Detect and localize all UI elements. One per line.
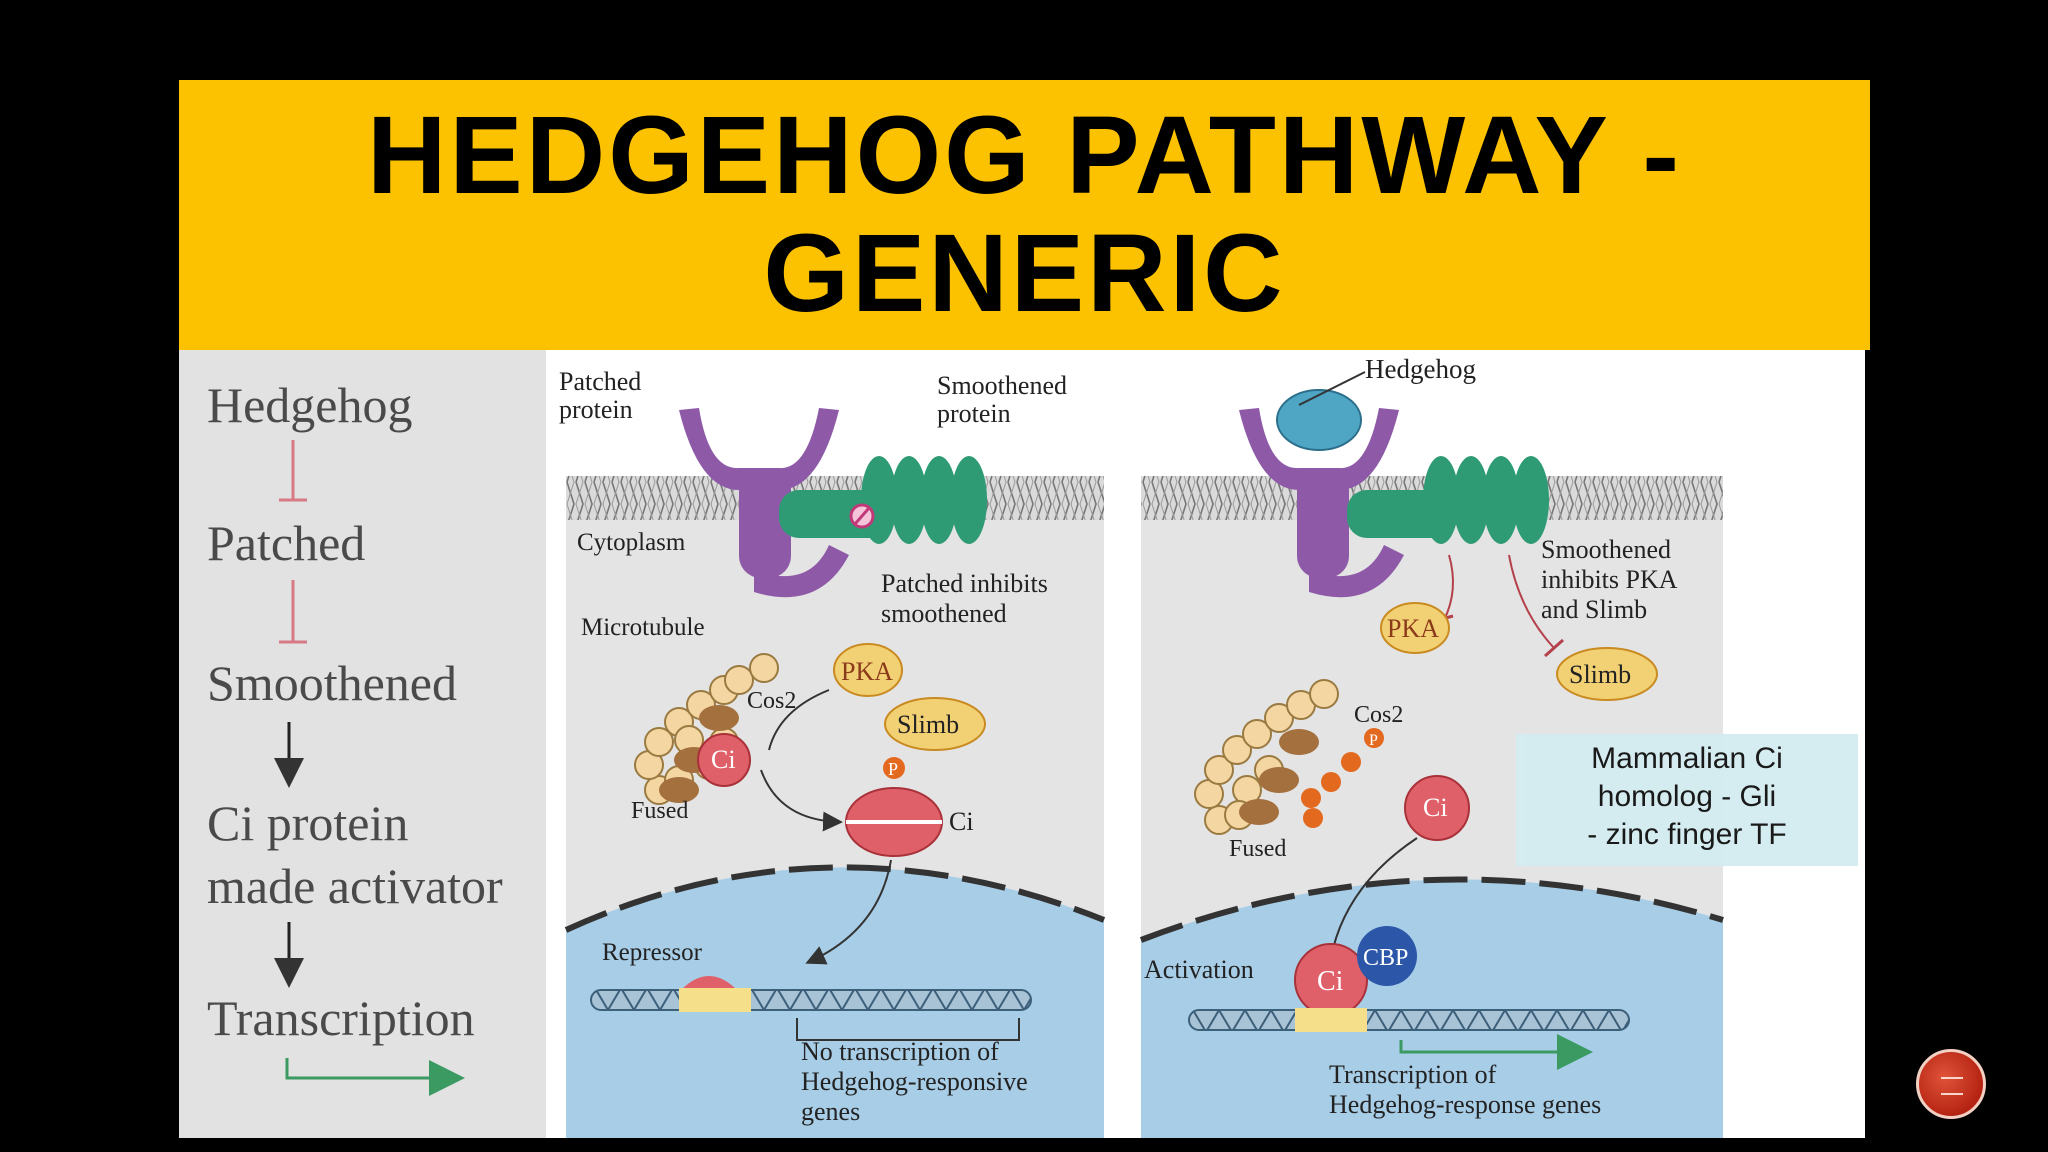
phosphate-p [883,757,905,779]
step-made-activator: made activator [207,858,503,914]
transcription-arrow [285,1058,465,1096]
menu-lines-icon [1941,1077,1963,1095]
step-patched: Patched [207,515,365,571]
svg-text:smoothened: smoothened [881,599,1007,628]
dna-strand [590,989,1032,1011]
pka-right [1380,602,1450,654]
promoter-region [679,988,751,1012]
step-transcription: Transcription [207,990,475,1046]
pathway-figure: Hedgehog Patched Smoothened Ci protein m… [179,350,1865,1138]
svg-text:Slimb: Slimb [897,710,959,739]
right-panel-with-hedgehog: Hedgehog Smoothened inhibits PKA and Sli… [1139,354,1724,1138]
gli-note-text: Mammalian Ci homolog - Gli - zinc finger… [1587,742,1787,851]
transcription-arrow-right [1399,1034,1593,1070]
activation-label: Activation [1144,955,1254,984]
cos2-label-right: Cos2 [1354,702,1403,728]
svg-text:genes: genes [801,1097,860,1126]
ci-bound [697,733,751,787]
pathway-diagram: Hedgehog Patched Smoothened Ci protein m… [179,350,1724,1138]
svg-text:Ci: Ci [1423,793,1448,822]
patched-protein-label: Patched [559,367,641,396]
cbp-coactivator [1357,926,1417,986]
dna-strand-right [1188,1009,1630,1031]
svg-text:PKA: PKA [1387,614,1439,643]
repressor-label: Repressor [602,939,703,966]
slimb-right [1556,647,1658,701]
patched-inhibits-label: Patched inhibits [881,569,1048,598]
ci-free [1404,775,1470,841]
svg-text:protein: protein [937,399,1011,428]
cos2-label: Cos2 [747,688,796,714]
svg-text:inhibits PKA: inhibits PKA [1541,565,1678,594]
microtubule-label: Microtubule [581,614,705,641]
gli-note-box: Mammalian Ci homolog - Gli - zinc finger… [1516,734,1858,866]
svg-text:Ci: Ci [1317,966,1344,997]
svg-text:Ci: Ci [711,745,736,774]
svg-text:protein: protein [559,395,633,424]
smoothened-inhibits-label: Smoothened [1541,535,1671,564]
slide-nav-button[interactable] [1916,1049,1986,1119]
fused-label-right: Fused [1229,836,1286,862]
svg-text:Slimb: Slimb [1569,660,1631,689]
right-caption: Transcription of [1329,1060,1497,1089]
pka-enzyme [833,643,903,697]
slide-title: HEDGEHOG PATHWAY - GENERIC [366,94,1683,335]
slimb-enzyme [884,697,986,751]
svg-text:Hedgehog-responsive: Hedgehog-responsive [801,1067,1028,1096]
patched-protein [679,408,839,490]
svg-text:and Slimb: and Slimb [1541,595,1647,624]
patched-protein-right [1239,408,1399,490]
middle-caption: No transcription of [801,1037,999,1066]
step-hedgehog: Hedgehog [207,377,413,433]
middle-panel-no-hedgehog: Patched protein Smoothened protein Cytop… [559,367,1106,1138]
left-summary-panel: Hedgehog Patched Smoothened Ci protein m… [179,350,546,1138]
hedgehog-label: Hedgehog [1365,354,1476,384]
fused-label: Fused [631,798,688,824]
smoothened-protein-label: Smoothened [937,371,1067,400]
step-smoothened: Smoothened [207,655,457,711]
svg-text:P: P [1369,732,1378,749]
svg-text:PKA: PKA [841,657,893,686]
step-ci-protein: Ci protein [207,795,408,851]
svg-text:Hedgehog-response genes: Hedgehog-response genes [1329,1090,1601,1119]
phosphate-groups [1301,728,1384,828]
cos2-bead [699,705,739,731]
svg-text:Ci: Ci [949,807,974,836]
svg-text:P: P [888,759,898,779]
cytoplasm-label: Cytoplasm [577,529,686,556]
title-bar: HEDGEHOG PATHWAY - GENERIC [179,80,1870,350]
svg-text:CBP: CBP [1363,945,1408,971]
hedgehog-ligand [1276,389,1362,451]
nucleus-right [1141,879,1723,1138]
